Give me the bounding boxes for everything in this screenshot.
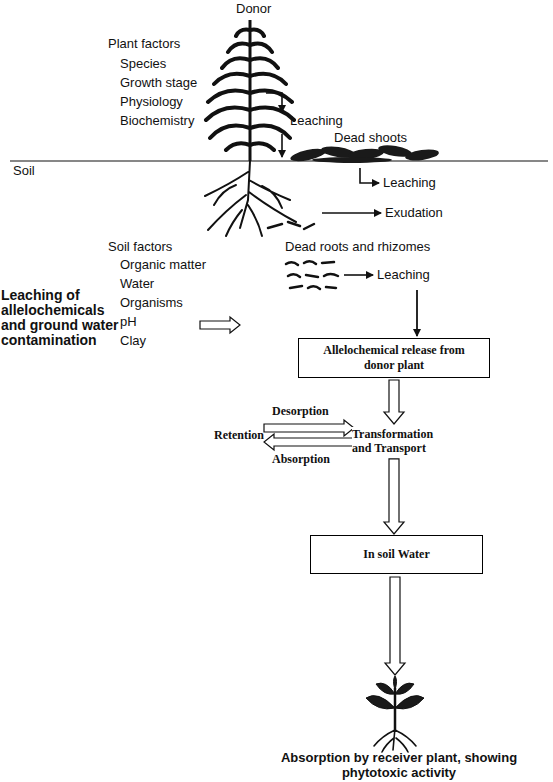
factor-item: Clay: [120, 334, 146, 349]
absorption-arrow: [264, 434, 354, 450]
donor-stem: [249, 20, 252, 161]
edge-label: Transformation and Transport: [352, 427, 452, 456]
process-label: Leaching: [383, 176, 436, 191]
root-fragments: [268, 222, 314, 229]
process-box: In soil Water: [310, 535, 483, 574]
plant-label: Donor: [236, 2, 271, 17]
process-box: Allelochemical release from donor plant: [298, 338, 490, 378]
soil-factor-arrow: [200, 317, 240, 333]
part-label: Dead roots and rhizomes: [285, 240, 430, 255]
leaching-arrow: [360, 168, 379, 183]
leaching-arrow: [344, 274, 373, 276]
dead-shoots: [289, 143, 439, 164]
process-label: Exudation: [385, 206, 443, 221]
leaching-arrow: [266, 93, 282, 112]
process-label: Retention: [214, 429, 264, 443]
box-text: In soil Water: [363, 547, 429, 562]
release-arrow: [416, 290, 418, 336]
factor-item: Organisms: [120, 296, 183, 311]
receiver-leaves: [366, 676, 424, 709]
side-note: Leaching of allelochemicals and ground w…: [1, 288, 129, 348]
leaching-arrow: [281, 134, 283, 157]
ground-line: [10, 160, 548, 161]
factor-item: Organic matter: [120, 258, 206, 273]
donor-leaves: [206, 30, 294, 150]
receiver-roots: [374, 728, 416, 752]
flow-arrow: [384, 380, 404, 534]
dead-roots: [286, 261, 338, 289]
part-label: Dead shoots: [334, 131, 407, 146]
dead-shoot: [312, 157, 392, 163]
factor-item: pH: [120, 315, 137, 330]
part-label: Soil: [13, 164, 35, 179]
factor-item: Physiology: [120, 95, 183, 110]
process-label: Desorption: [272, 405, 329, 419]
factor-heading: Plant factors: [108, 37, 180, 52]
process-label: Leaching: [377, 268, 430, 283]
dead-shoot: [404, 148, 439, 163]
factor-heading: Soil factors: [108, 240, 172, 255]
exudation-arrow: [322, 212, 381, 214]
factor-item: Growth stage: [120, 76, 197, 91]
process-label: Absorption: [272, 453, 330, 467]
factor-item: Water: [120, 277, 154, 292]
factor-item: Biochemistry: [120, 114, 194, 129]
box-text: Allelochemical release from donor plant: [322, 343, 467, 373]
uptake-arrow: [385, 577, 405, 675]
process-label: Leaching: [290, 114, 343, 129]
desorption-arrow: [264, 420, 354, 436]
result-caption: Absorption by receiver plant, showing ph…: [268, 750, 530, 780]
factor-item: Species: [120, 57, 166, 72]
